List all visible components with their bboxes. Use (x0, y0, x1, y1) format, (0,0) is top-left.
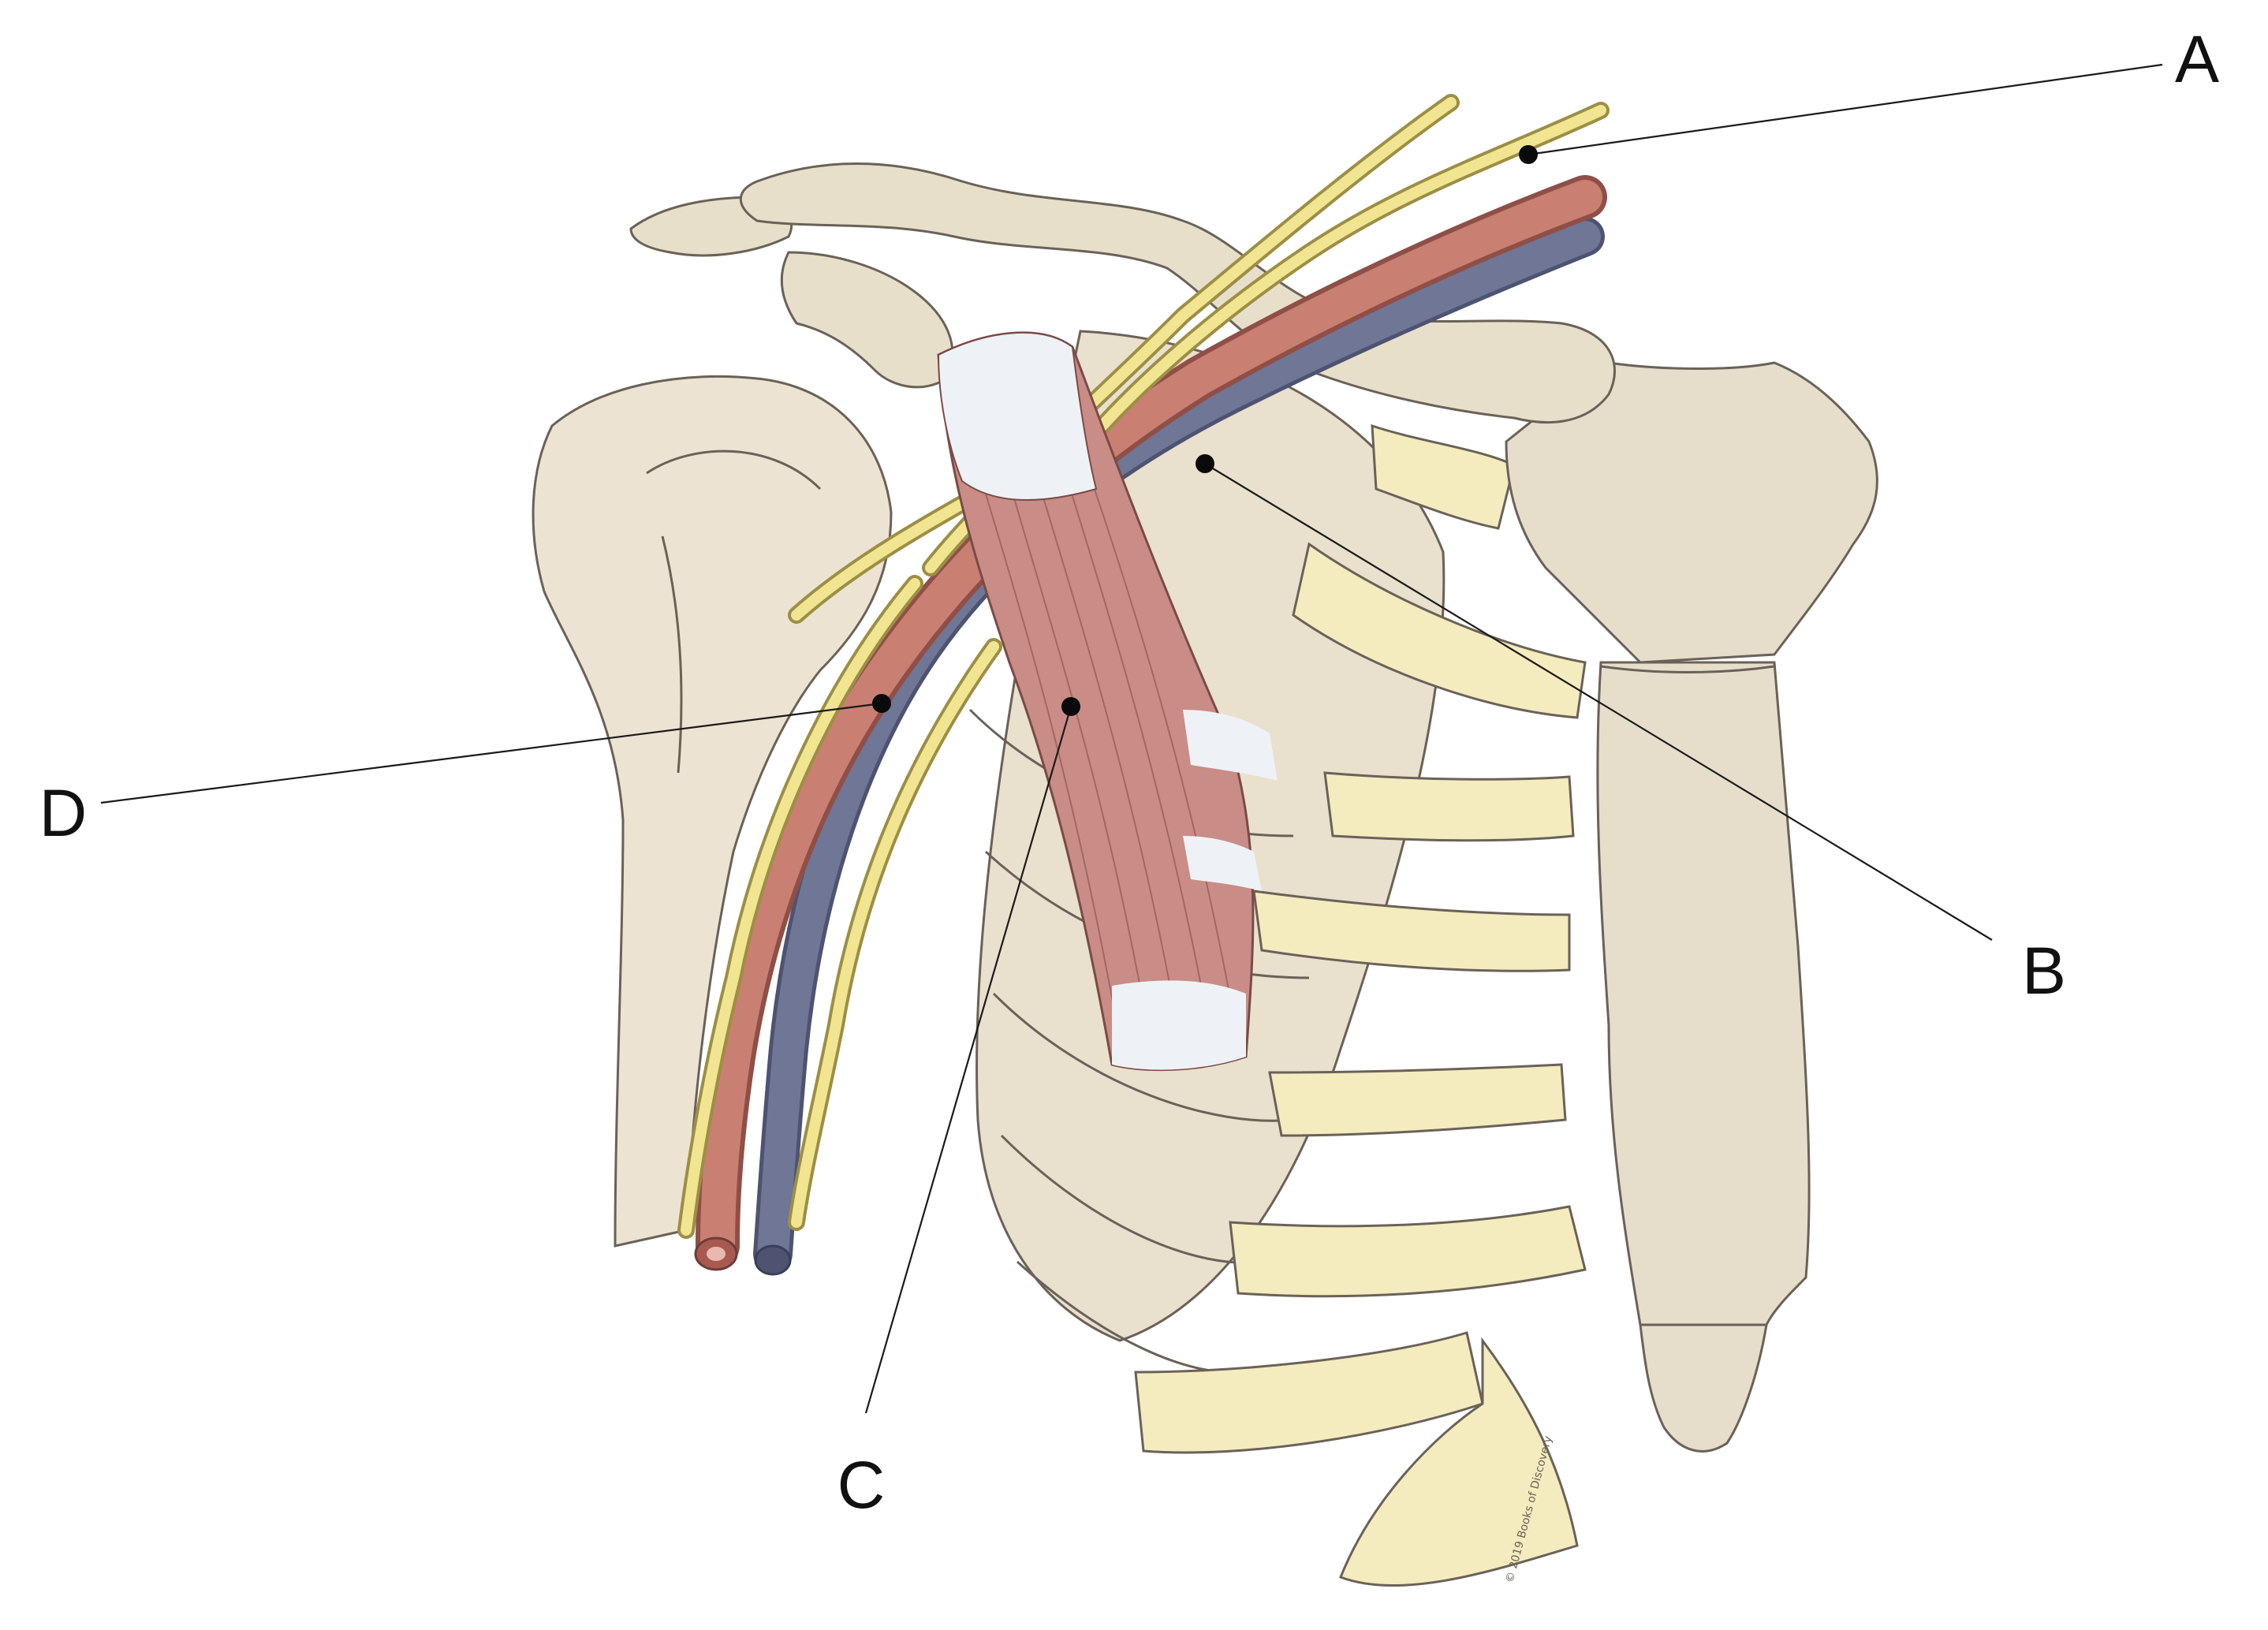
label-d: D (39, 776, 88, 850)
brachial-plexus (681, 97, 1606, 1236)
pectoralis-minor (937, 331, 1278, 1072)
cartilage-7 (1134, 1331, 1484, 1454)
pointer-dot-b (1196, 454, 1214, 473)
label-leaders (100, 63, 2163, 1414)
cartilage-3 (1323, 771, 1575, 842)
manubrium (1505, 361, 1878, 664)
costal-cartilages (1134, 423, 1587, 1587)
leader-b (1204, 463, 1993, 941)
label-b: B (2022, 934, 2066, 1008)
cartilage-4 (1252, 890, 1571, 972)
sternal-body (1596, 661, 1811, 1326)
leader-d (100, 702, 882, 804)
pectoralis-minor-tendon (937, 331, 1098, 501)
cartilage-1 (1371, 423, 1516, 530)
label-a: A (2175, 22, 2219, 96)
cartilage-6 (1229, 1205, 1587, 1298)
leader-a (1528, 63, 2163, 156)
costal-margin (1339, 1337, 1579, 1587)
label-c: C (837, 1448, 886, 1522)
pointer-dot-d (872, 694, 891, 713)
cartilage-2 (1292, 542, 1587, 719)
vein-cut-end (754, 1244, 792, 1276)
xiphoid-process (1639, 1323, 1768, 1453)
coracoid-process (780, 251, 954, 389)
pointer-dot-a (1519, 145, 1538, 164)
humerus (532, 375, 893, 1248)
cartilage-5 (1268, 1063, 1567, 1137)
clavicle (739, 162, 1616, 424)
leader-c (864, 706, 1072, 1414)
pointer-dot-c (1061, 697, 1080, 716)
sternum (1505, 361, 1878, 1453)
